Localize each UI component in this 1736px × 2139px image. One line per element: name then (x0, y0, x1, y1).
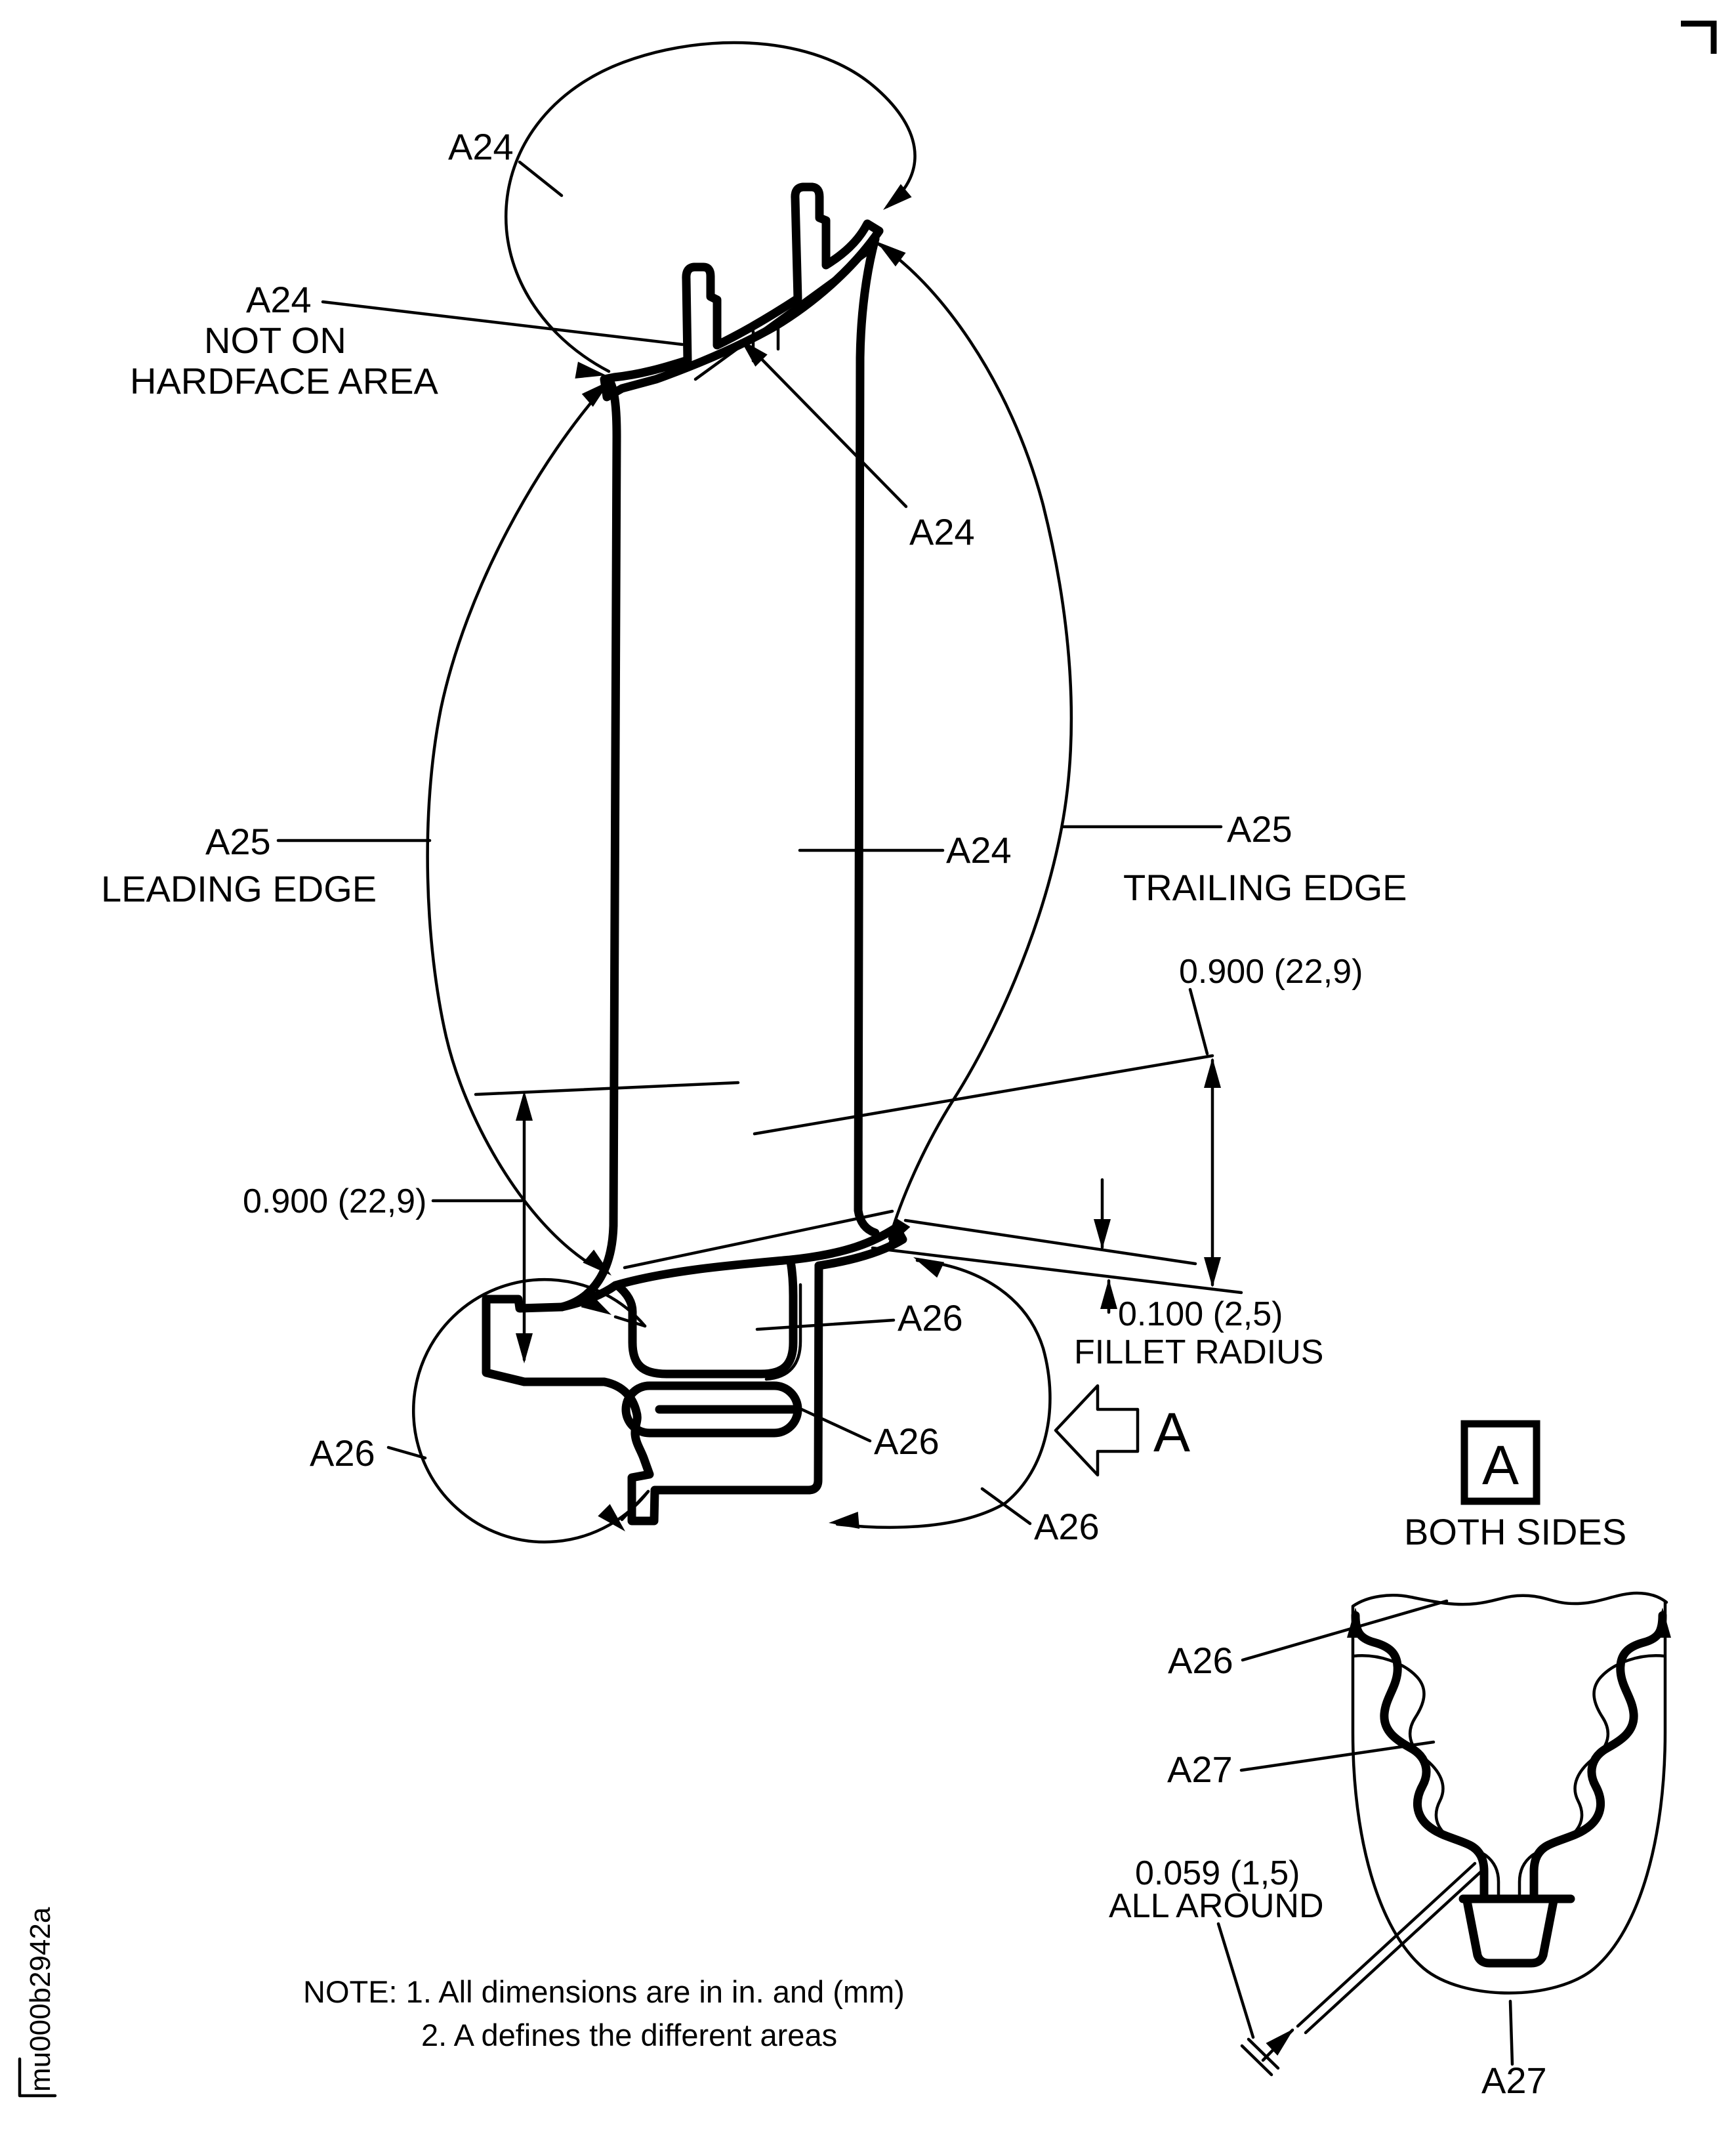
a26-zone-circle (412, 1277, 650, 1544)
platform-fillet-line (623, 1209, 894, 1270)
label-detail-a26: A26 (1168, 1599, 1449, 1681)
dimension-right-0900: 0.900 (22,9) (753, 953, 1363, 1295)
arrowhead (1094, 1219, 1111, 1249)
notes-block: NOTE: 1. All dimensions are in in. and (… (303, 1974, 905, 2052)
fillet-dim-caption: FILLET RADIUS (1074, 1333, 1323, 1371)
detail-inner-line-right (1518, 1654, 1666, 1898)
root-slot (621, 1381, 802, 1438)
detail-offset-leader (1216, 1922, 1255, 2039)
detail-view-header: A BOTH SIDES (1404, 1420, 1626, 1552)
a25-leading-zone-arc (426, 374, 617, 1282)
arrowhead (598, 1504, 632, 1538)
detail-offset-ticks (1240, 2037, 1280, 2077)
label-a26-right: A26 (980, 1487, 1100, 1547)
a25-te-caption: TRAILING EDGE (1123, 867, 1407, 908)
a24-zone-ellipse (504, 41, 917, 384)
root-pocket (613, 1256, 798, 1379)
a26-left-text: A26 (310, 1432, 375, 1474)
dimension-left-0900: 0.900 (22,9) (243, 1081, 740, 1363)
label-detail-a27: A27 (1167, 1740, 1436, 1790)
arrowhead (1204, 1257, 1221, 1287)
label-a24-mid: A24 (734, 333, 975, 552)
allaround-dim-value: 0.059 (1,5) (1135, 1854, 1300, 1892)
section-view-arrow: A (1054, 1384, 1190, 1477)
label-a25-leading: A25 LEADING EDGE (101, 821, 432, 909)
root-outline (482, 1261, 823, 1526)
detail-a27-text: A27 (1167, 1749, 1233, 1790)
arrowhead (516, 1090, 533, 1121)
label-a24-hardface-note: A24 NOT ON HARDFACE AREA (130, 279, 684, 402)
trailing-edge-line (854, 234, 880, 1237)
a25-le-caption: LEADING EDGE (101, 868, 377, 909)
view-arrow-shape (1054, 1384, 1140, 1477)
a24-body-text: A24 (946, 829, 1012, 871)
arrowhead (1100, 1279, 1117, 1309)
detail-box-letter: A (1482, 1434, 1519, 1496)
detail-a27-bottom-text: A27 (1481, 2060, 1547, 2101)
label-a24-zone: A24 (448, 126, 564, 197)
label-a26-slot: A26 (800, 1407, 940, 1462)
dimension-fillet-radius: 0.100 (2,5) FILLET RADIUS (903, 1178, 1323, 1371)
detail-foot (1458, 1894, 1575, 1968)
document-number: mu000b2942a (24, 1907, 56, 2092)
a24-note-line2: NOT ON (204, 320, 346, 361)
detail-inner-line-left (1352, 1654, 1500, 1898)
detail-offset-lines (1296, 1861, 1485, 2035)
arrowhead (516, 1333, 533, 1363)
a25-te-text: A25 (1227, 808, 1292, 850)
dim-left-value: 0.900 (22,9) (243, 1182, 426, 1220)
both-sides-text: BOTH SIDES (1404, 1511, 1626, 1552)
detail-outer-contour (1351, 1591, 1668, 1995)
a26-slot-text: A26 (874, 1421, 940, 1462)
label-a26-left: A26 (310, 1432, 427, 1474)
corner-mark-top-right (1681, 20, 1717, 54)
a26-right-text: A26 (1034, 1506, 1100, 1547)
a24-mid-text: A24 (909, 511, 975, 552)
shroud-underside-line (693, 247, 876, 381)
leading-edge-line (557, 375, 621, 1312)
label-a26-pocket: A26 (755, 1297, 963, 1339)
a25-le-text: A25 (205, 821, 271, 862)
detail-fir-profile-right (1529, 1611, 1667, 1903)
arrowhead (1204, 1058, 1221, 1088)
detail-fir-profile-left (1351, 1611, 1489, 1903)
detail-a26-text: A26 (1168, 1640, 1233, 1681)
a25-trailing-zone-arc (871, 234, 1073, 1253)
note-line2: 2. A defines the different areas (421, 2018, 837, 2052)
fillet-dim-value: 0.100 (2,5) (1118, 1295, 1283, 1333)
tip-shroud-outline (600, 182, 884, 402)
detail-letter-box (1460, 1420, 1540, 1505)
detail-view-a: 0.059 (1,5) ALL AROUND A26 A27 A27 (1109, 1591, 1671, 2101)
arrowhead (877, 184, 912, 217)
corner-mark-bottom-left (18, 2057, 57, 2098)
a26-zone-blob (827, 1249, 1052, 1531)
arrowhead (827, 1512, 859, 1531)
dim-right-value: 0.900 (22,9) (1179, 953, 1363, 991)
view-arrow-letter: A (1153, 1402, 1190, 1463)
label-detail-a27-bottom: A27 (1481, 1999, 1547, 2101)
a26-pocket-text: A26 (898, 1297, 963, 1339)
allaround-dim-caption: ALL AROUND (1109, 1887, 1324, 1925)
a24-zone-text: A24 (448, 126, 514, 167)
a24-note-line3: HARDFACE AREA (130, 360, 439, 402)
label-a25-trailing: A25 TRAILING EDGE (1060, 808, 1407, 908)
note-line1: NOTE: 1. All dimensions are in in. and (… (303, 1974, 905, 2009)
a24-note-line1: A24 (246, 279, 312, 320)
pocket-fillet-line (764, 1283, 802, 1381)
label-a24-body: A24 (798, 829, 1012, 871)
